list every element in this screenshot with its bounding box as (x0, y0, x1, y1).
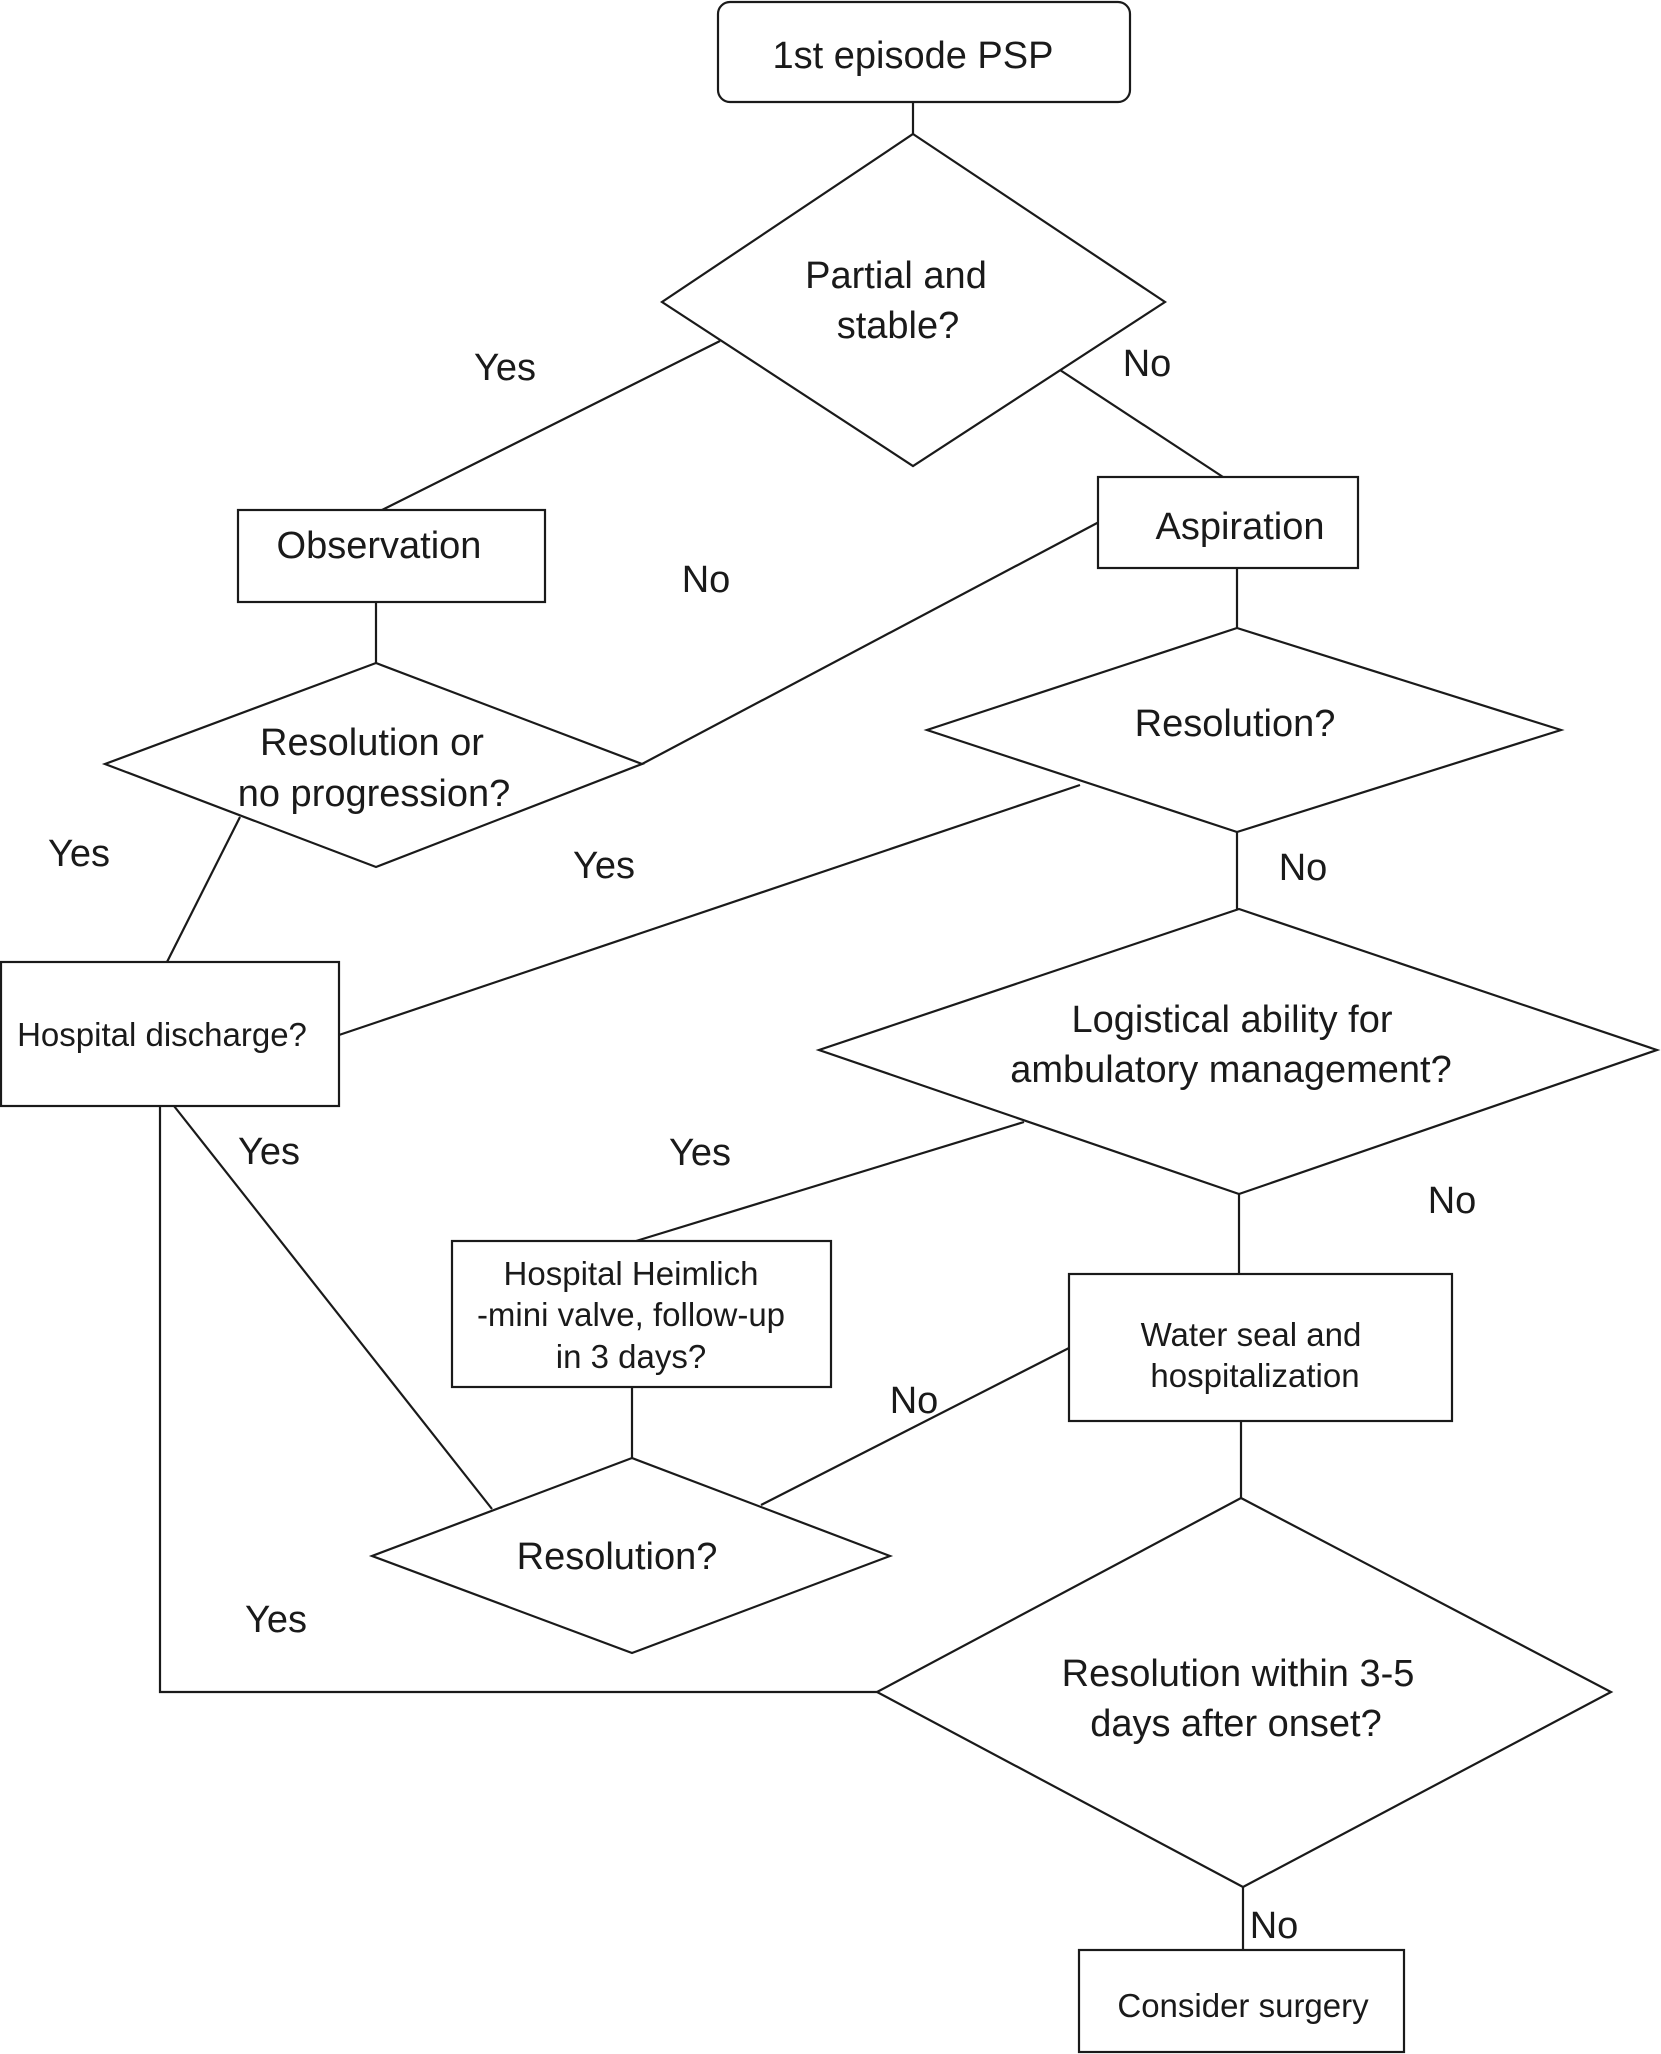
observation-label: Observation (277, 525, 482, 567)
edge-label-progression-yes: Yes (48, 833, 110, 875)
resolution-days-label: Resolution within 3-5 (1062, 1653, 1415, 1695)
discharge-box (0, 960, 341, 1108)
connector-partial-to-aspiration (1059, 369, 1224, 478)
water-seal-label: Water seal and (1141, 1316, 1362, 1353)
discharge-label: Hospital discharge? (17, 1016, 307, 1053)
connector-resolution-to-aspiration (641, 521, 1100, 765)
resolution-1-diamond (923, 626, 1565, 834)
edge-label-partial-yes: Yes (474, 347, 536, 389)
edge-label-days-no: No (1250, 1905, 1299, 1947)
connector-partial-to-observation (381, 340, 721, 511)
heimlich-label: in 3 days? (556, 1338, 706, 1375)
edge-label-partial-no: No (1123, 343, 1172, 385)
logistical-label: Logistical ability for (1071, 999, 1392, 1041)
connector-resolution-to-discharge (166, 816, 241, 963)
edge-label-discharge-yes: Yes (238, 1131, 300, 1173)
edge-labels: Yes No No Yes Yes No Yes Yes No No Yes N… (48, 343, 1476, 1947)
node-logistical: Logistical ability for ambulatory manage… (815, 907, 1661, 1196)
aspiration-box (1096, 475, 1360, 570)
resolution-progression-label: no progression? (238, 773, 511, 815)
water-seal-box (1067, 1272, 1454, 1423)
node-heimlich: Hospital Heimlich -mini valve, follow-up… (450, 1239, 833, 1389)
connector-resolution-days-to-discharge (158, 1106, 877, 1694)
resolution-days-diamond (874, 1496, 1614, 1889)
edge-label-logistical-no: No (1428, 1180, 1477, 1222)
node-observation: Observation (236, 508, 547, 604)
heimlich-box (450, 1239, 833, 1389)
node-start: 1st episode PSP (716, 0, 1132, 104)
node-aspiration: Aspiration (1096, 475, 1360, 570)
node-discharge: Hospital discharge? (0, 960, 341, 1108)
node-surgery: Consider surgery (1077, 1948, 1406, 2054)
edge-label-water-no: No (890, 1380, 939, 1422)
resolution-progression-diamond (101, 661, 646, 869)
logistical-diamond (815, 907, 1661, 1196)
edge-label-progression-no: No (682, 559, 731, 601)
resolution-1-label: Resolution? (1135, 703, 1336, 745)
node-water-seal: Water seal and hospitalization (1067, 1272, 1454, 1423)
start-label: 1st episode PSP (773, 35, 1054, 77)
connector-discharge-to-resolution2 (173, 1105, 493, 1510)
surgery-box (1077, 1948, 1406, 2054)
node-resolution-days: Resolution within 3-5 days after onset? (874, 1496, 1614, 1889)
logistical-label: ambulatory management? (1010, 1049, 1451, 1091)
node-resolution-2: Resolution? (368, 1456, 894, 1655)
edge-label-logistical-yes: Yes (669, 1132, 731, 1174)
heimlich-label: Hospital Heimlich (504, 1255, 759, 1292)
edge-label-resolution1-yes: Yes (573, 845, 635, 887)
partial-stable-label: stable? (837, 305, 960, 347)
resolution-2-label: Resolution? (517, 1536, 718, 1578)
connector-waterseal-to-resolution2 (760, 1347, 1070, 1506)
partial-stable-diamond (660, 132, 1167, 468)
heimlich-label: -mini valve, follow-up (477, 1296, 785, 1333)
observation-box (236, 508, 547, 604)
water-seal-label: hospitalization (1150, 1357, 1359, 1394)
node-resolution-1: Resolution? (923, 626, 1565, 834)
start-box (716, 0, 1132, 104)
edge-label-resolution1-no: No (1279, 847, 1328, 889)
aspiration-label: Aspiration (1156, 506, 1325, 548)
resolution-progression-label: Resolution or (260, 722, 484, 764)
resolution-2-diamond (368, 1456, 894, 1655)
partial-stable-label: Partial and (805, 255, 987, 297)
node-resolution-progression: Resolution or no progression? (101, 661, 646, 869)
surgery-label: Consider surgery (1117, 1987, 1369, 2024)
node-partial-stable: Partial and stable? (660, 132, 1167, 468)
connector-resolution1-to-discharge (338, 783, 1081, 1037)
resolution-days-label: days after onset? (1090, 1703, 1382, 1745)
connectors (158, 102, 1245, 1950)
connector-logistical-to-heimlich (635, 1120, 1025, 1243)
edge-label-days-yes: Yes (245, 1599, 307, 1641)
